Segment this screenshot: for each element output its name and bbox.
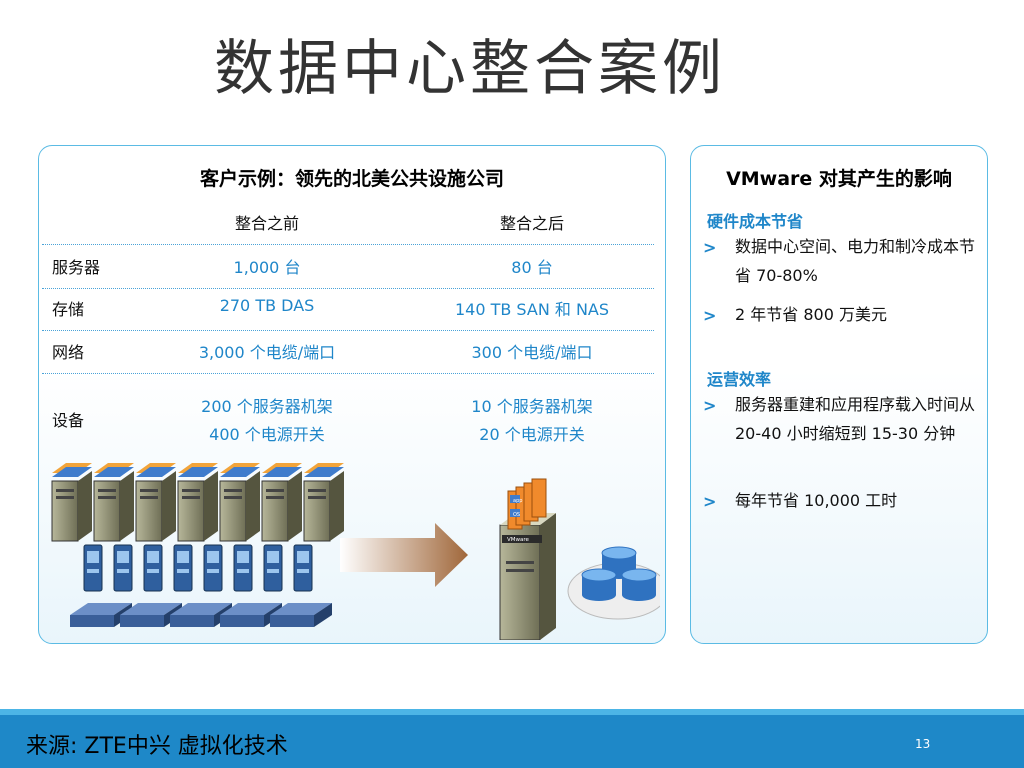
bullet-text: 2 年节省 800 万美元 [735, 305, 887, 324]
storage-unit-icon [173, 544, 193, 592]
value-after: 140 TB SAN 和 NAS [454, 300, 610, 319]
vmware-impact-panel: VMware 对其产生的影响 硬件成本节省 > 数据中心空间、电力和制冷成本节省… [690, 145, 988, 644]
value-after: 300 个电缆/端口 [471, 343, 593, 362]
row-label: 设备 [52, 411, 85, 430]
row-label: 网络 [52, 343, 85, 362]
storage-unit-icon [293, 544, 313, 592]
footer-source: 来源: ZTE中兴 虚拟化技术 [26, 734, 288, 759]
storage-unit-icon [263, 544, 283, 592]
arrow-right-icon [340, 523, 468, 587]
bullet-item: > 服务器重建和应用程序载入时间从 20-40 小时缩短到 15-30 分钟 [703, 390, 978, 480]
table-row: 服务器 1,000 台 80 台 [42, 254, 654, 289]
table-header-row: 整合之前 整合之后 [42, 210, 654, 245]
customer-example-title: 客户示例：领先的北美公共设施公司 [199, 168, 504, 190]
vm-label-os: OS [513, 512, 520, 518]
bullet-text: 每年节省 10,000 工时 [735, 491, 898, 510]
table-row: 网络 3,000 个电缆/端口 300 个电缆/端口 [42, 339, 654, 374]
server-tower-icon [219, 463, 260, 542]
storage-unit-icon [83, 544, 103, 592]
bullet-text: 服务器重建和应用程序载入时间从 20-40 小时缩短到 15-30 分钟 [735, 395, 976, 443]
server-tower-icon [135, 463, 176, 542]
vm-label-app: app [513, 498, 522, 504]
storage-unit-icon [143, 544, 163, 592]
bullet-marker: > [703, 492, 717, 511]
value-after: 10 个服务器机架 [471, 397, 593, 416]
server-tower-icon [261, 463, 302, 542]
row-label: 服务器 [52, 258, 101, 277]
value-before: 200 个服务器机架 [201, 397, 333, 416]
slide-title: 数据中心整合案例 [214, 34, 726, 104]
server-tower-row [51, 463, 344, 542]
value-before: 400 个电源开关 [209, 425, 325, 444]
page-number: 13 [915, 737, 931, 751]
vmware-label: VMware [507, 537, 530, 543]
section-heading-hardware: 硬件成本节省 [707, 212, 804, 231]
value-after: 80 台 [511, 258, 553, 277]
column-header-after: 整合之后 [499, 214, 564, 233]
server-tower-icon [303, 463, 344, 542]
server-tower-icon [93, 463, 134, 542]
storage-unit-icon [233, 544, 253, 592]
database-cylinder-icon [621, 568, 657, 601]
network-switch-icon [120, 603, 182, 627]
bullet-text: 数据中心空间、电力和制冷成本节省 70-80% [735, 237, 976, 285]
server-tower-icon [51, 463, 92, 542]
value-before: 1,000 台 [233, 258, 301, 277]
bullet-item: > 数据中心空间、电力和制冷成本节省 70-80% [703, 232, 978, 292]
server-tower-icon [177, 463, 218, 542]
bullet-marker: > [703, 238, 717, 257]
table-row: 存储 270 TB DAS 140 TB SAN 和 NAS [42, 296, 654, 331]
row-label: 存储 [52, 300, 85, 319]
consolidation-illustration: app OS VMware [51, 463, 660, 640]
footer-bar [0, 709, 1024, 768]
value-after: 20 个电源开关 [479, 425, 585, 444]
table-row: 设备 200 个服务器机架 400 个电源开关 10 个服务器机架 20 个电源… [42, 390, 654, 450]
network-switch-icon [270, 603, 332, 627]
column-header-before: 整合之前 [234, 214, 299, 233]
storage-unit-icon [203, 544, 223, 592]
database-cylinder-icon [581, 568, 617, 601]
vmware-host-icon: app OS VMware [499, 478, 556, 640]
database-cluster [567, 546, 660, 620]
section-heading-operations: 运营效率 [707, 370, 772, 389]
storage-unit-row [83, 544, 313, 592]
bullet-marker: > [703, 306, 717, 325]
value-before: 3,000 个电缆/端口 [198, 343, 336, 362]
storage-unit-icon [113, 544, 133, 592]
value-before: 270 TB DAS [219, 296, 315, 315]
bullet-item: > 每年节省 10,000 工时 [703, 486, 978, 516]
network-switch-row [70, 603, 332, 627]
vmware-impact-title: VMware 对其产生的影响 [726, 168, 952, 190]
bullet-marker: > [703, 396, 717, 415]
bullet-item: > 2 年节省 800 万美元 [703, 300, 978, 330]
